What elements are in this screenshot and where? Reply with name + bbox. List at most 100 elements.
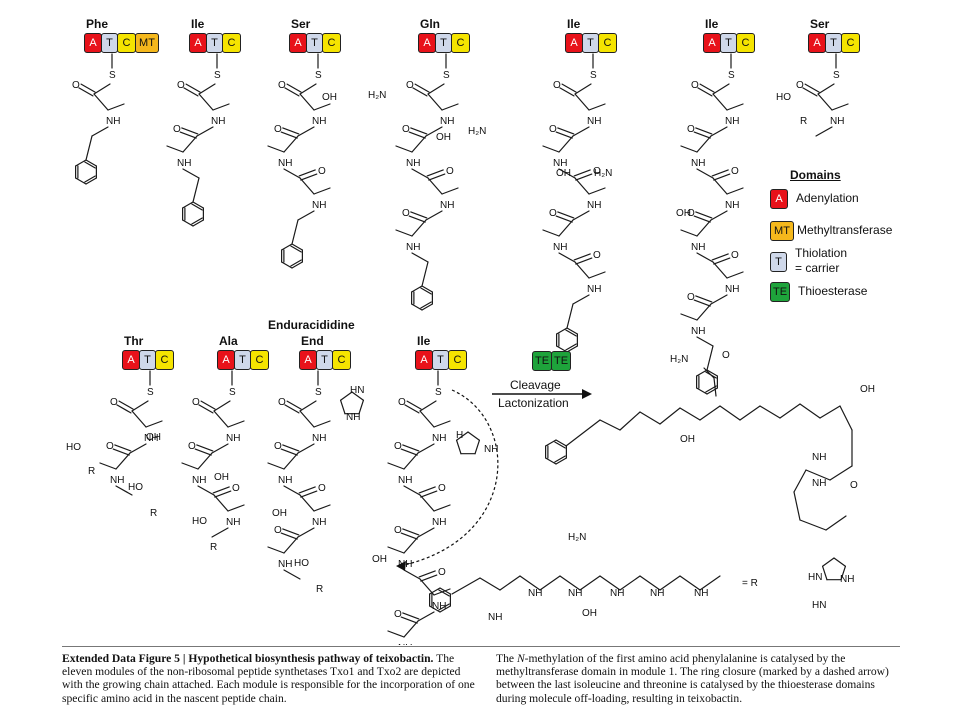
bond bbox=[697, 87, 713, 97]
caption-right: The N-methylation of the first amino aci… bbox=[496, 652, 900, 705]
bond bbox=[545, 457, 557, 465]
bond bbox=[78, 87, 94, 97]
atom-label: O bbox=[274, 124, 282, 135]
atom-label: OH bbox=[680, 434, 695, 445]
bond bbox=[588, 103, 606, 111]
legend-thiolation: T Thiolation = carrier bbox=[770, 246, 847, 276]
bond bbox=[118, 400, 134, 410]
bond bbox=[406, 400, 422, 410]
module-label-modules_top-3: Gln bbox=[420, 17, 440, 31]
bond bbox=[418, 486, 436, 494]
bond bbox=[402, 612, 420, 620]
bond bbox=[419, 494, 435, 512]
bond bbox=[282, 528, 300, 536]
bond bbox=[427, 177, 443, 195]
atom-label: NH bbox=[226, 517, 240, 528]
bond bbox=[639, 411, 661, 425]
bond bbox=[433, 504, 451, 512]
bond bbox=[573, 253, 591, 261]
legend-t-box: T bbox=[770, 252, 787, 272]
bond bbox=[542, 229, 560, 237]
domain-t: T bbox=[316, 350, 333, 370]
atom-label: R bbox=[150, 508, 157, 519]
bond bbox=[558, 219, 574, 237]
bond bbox=[313, 504, 331, 512]
atom-label: NH bbox=[812, 452, 826, 463]
domain-c: C bbox=[155, 350, 174, 370]
bond bbox=[418, 570, 436, 578]
caption-title-prefix: Extended Data Figure 5 | bbox=[62, 652, 189, 665]
bond bbox=[298, 169, 316, 177]
bond bbox=[402, 528, 420, 536]
domain-t: T bbox=[234, 350, 251, 370]
bond bbox=[619, 575, 641, 591]
atom-label: HO bbox=[128, 482, 143, 493]
bond bbox=[713, 257, 731, 265]
bond bbox=[574, 93, 590, 111]
atom-label: NH bbox=[346, 412, 360, 423]
module-label-modules_bottom-0: Thr bbox=[124, 334, 144, 348]
bond bbox=[283, 536, 299, 554]
atom-label: OH bbox=[556, 168, 571, 179]
atom-label: NH bbox=[192, 475, 206, 486]
atom-label: S bbox=[109, 70, 116, 81]
bond bbox=[197, 485, 215, 496]
bond bbox=[693, 131, 711, 139]
bond bbox=[198, 404, 214, 414]
bond bbox=[574, 83, 592, 95]
atom-label: O bbox=[549, 208, 557, 219]
domain-c: C bbox=[332, 350, 351, 370]
atom-label: O bbox=[687, 124, 695, 135]
atom-label: S bbox=[443, 70, 450, 81]
bond bbox=[417, 443, 435, 454]
bond bbox=[574, 261, 590, 279]
bond bbox=[283, 485, 301, 496]
bond bbox=[267, 462, 285, 470]
bond bbox=[559, 575, 581, 591]
bond bbox=[438, 603, 450, 611]
bond bbox=[284, 87, 300, 97]
domain-t: T bbox=[101, 33, 118, 53]
caption-left: Extended Data Figure 5 | Hypothetical bi… bbox=[62, 652, 482, 705]
bond bbox=[455, 439, 462, 455]
bond bbox=[145, 420, 163, 428]
bond bbox=[179, 131, 197, 139]
bond bbox=[557, 211, 575, 219]
atom-label: NH bbox=[484, 444, 498, 455]
atom-label: O bbox=[106, 441, 114, 452]
legend-t-text2: = carrier bbox=[795, 261, 840, 275]
bond bbox=[588, 271, 606, 279]
atom-label: NH bbox=[440, 116, 454, 127]
bond bbox=[75, 159, 87, 167]
bond bbox=[410, 127, 428, 135]
module-label-modules_top-5: Ile bbox=[705, 17, 719, 31]
atom-label: H₂N bbox=[368, 90, 386, 101]
bond bbox=[573, 169, 591, 177]
dashed-arrow-head bbox=[396, 561, 406, 571]
bond bbox=[566, 327, 578, 335]
bond bbox=[280, 532, 298, 540]
bond bbox=[455, 431, 469, 441]
bond bbox=[181, 127, 199, 135]
bond bbox=[93, 83, 111, 95]
caption-title: Hypothetical biosynthesis pathway of tei… bbox=[188, 652, 434, 665]
atom-label: NH bbox=[106, 116, 120, 127]
atom-label: NH bbox=[587, 116, 601, 127]
bond bbox=[129, 443, 147, 454]
cleavage-label: Cleavage bbox=[510, 378, 561, 392]
bond bbox=[799, 403, 821, 419]
atom-label: S bbox=[590, 70, 597, 81]
legend-adenylation: A Adenylation bbox=[770, 189, 859, 209]
atom-label: NH bbox=[830, 116, 844, 127]
domain-t: T bbox=[206, 33, 223, 53]
atom-label: NH bbox=[440, 200, 454, 211]
bond bbox=[131, 400, 149, 412]
bond bbox=[545, 439, 557, 447]
atom-label: R bbox=[800, 116, 807, 127]
bond bbox=[212, 103, 230, 111]
atom-label: O bbox=[402, 124, 410, 135]
bond bbox=[182, 135, 198, 153]
bond bbox=[833, 557, 847, 567]
